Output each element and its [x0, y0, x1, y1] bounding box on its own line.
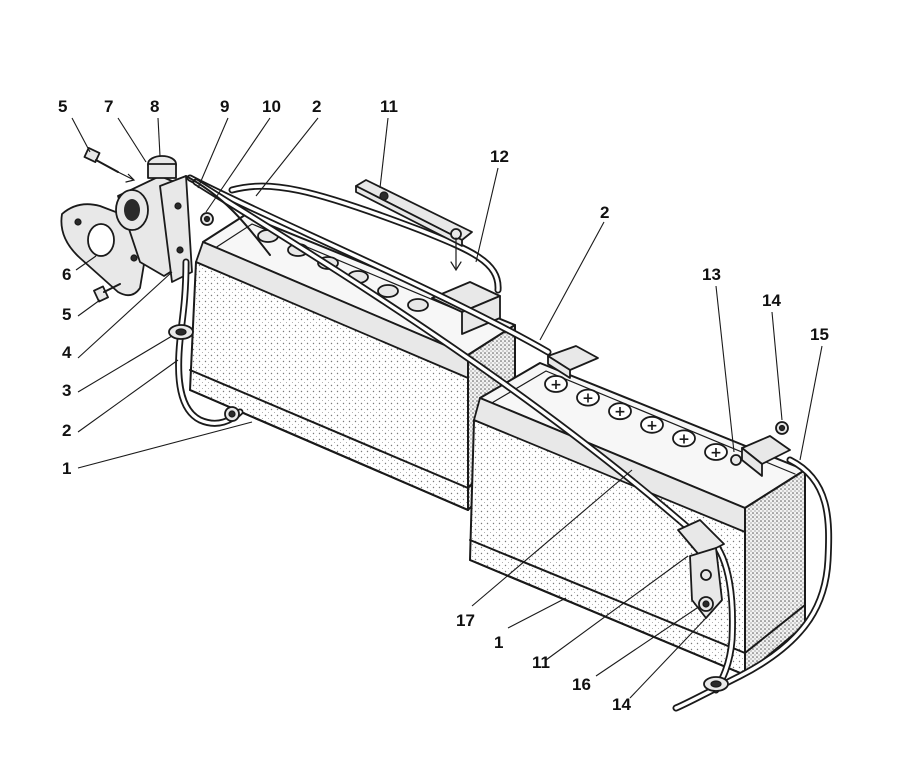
bolt-top: [83, 147, 136, 183]
cell-cap-symbol: +: [710, 445, 722, 461]
callout-15: 15: [810, 325, 829, 344]
right-battery-cell-caps: + + + + + +: [544, 375, 728, 461]
callout-2-mid: 2: [600, 203, 609, 222]
callout-1-right: 1: [494, 633, 503, 652]
callout-2-top: 2: [312, 97, 321, 116]
bolt-bottom: [93, 283, 121, 303]
callout-11-bottom: 11: [532, 653, 550, 672]
cell-cap-plus: +: [544, 375, 568, 393]
callout-9: 9: [220, 97, 229, 116]
clamp-bracket-11: [677, 519, 725, 619]
callout-3: 3: [62, 381, 71, 400]
cell-cap-symbol: +: [646, 418, 658, 434]
cell-cap-plus: +: [608, 402, 632, 420]
cell-cap-symbol: +: [582, 391, 594, 407]
callout-16: 16: [572, 675, 591, 694]
callout-2-left: 2: [62, 421, 71, 440]
left-battery: [189, 214, 516, 511]
callout-5-top: 5: [58, 97, 67, 116]
callout-13: 13: [702, 265, 721, 284]
cell-cap-symbol: +: [678, 431, 690, 447]
callout-8: 8: [150, 97, 159, 116]
cell-cap-plus: +: [576, 388, 600, 407]
mounting-bracket: [159, 175, 193, 283]
cell-cap-symbol: +: [614, 404, 626, 420]
callout-14-bottom: 14: [612, 695, 631, 714]
callout-10: 10: [262, 97, 281, 116]
callout-7: 7: [104, 97, 113, 116]
callout-1-left: 1: [62, 459, 71, 478]
cell-cap-plus: +: [640, 415, 664, 434]
hold-down-bar: [355, 179, 473, 272]
cables: [168, 174, 833, 712]
callout-14-top: 14: [762, 291, 781, 310]
callout-labels: 5 7 8 9 10 2 11 12 2 6 5 4 3 2 1 13 14 1…: [58, 97, 829, 714]
cell-cap-plus: +: [672, 429, 696, 447]
callout-6: 6: [62, 265, 71, 284]
callout-4: 4: [62, 343, 72, 362]
cell-cap-symbol: +: [550, 377, 562, 393]
cell-cap-plus: +: [704, 443, 728, 461]
leader-lines: [71, 117, 823, 699]
callout-12: 12: [490, 147, 509, 166]
callout-5-bottom: 5: [62, 305, 71, 324]
ground-switch-assembly: [60, 147, 214, 303]
callout-17: 17: [456, 611, 475, 630]
callout-11-top: 11: [380, 97, 398, 116]
right-battery: + + + + + +: [469, 345, 806, 676]
terminal-clamp-right: [730, 421, 791, 477]
